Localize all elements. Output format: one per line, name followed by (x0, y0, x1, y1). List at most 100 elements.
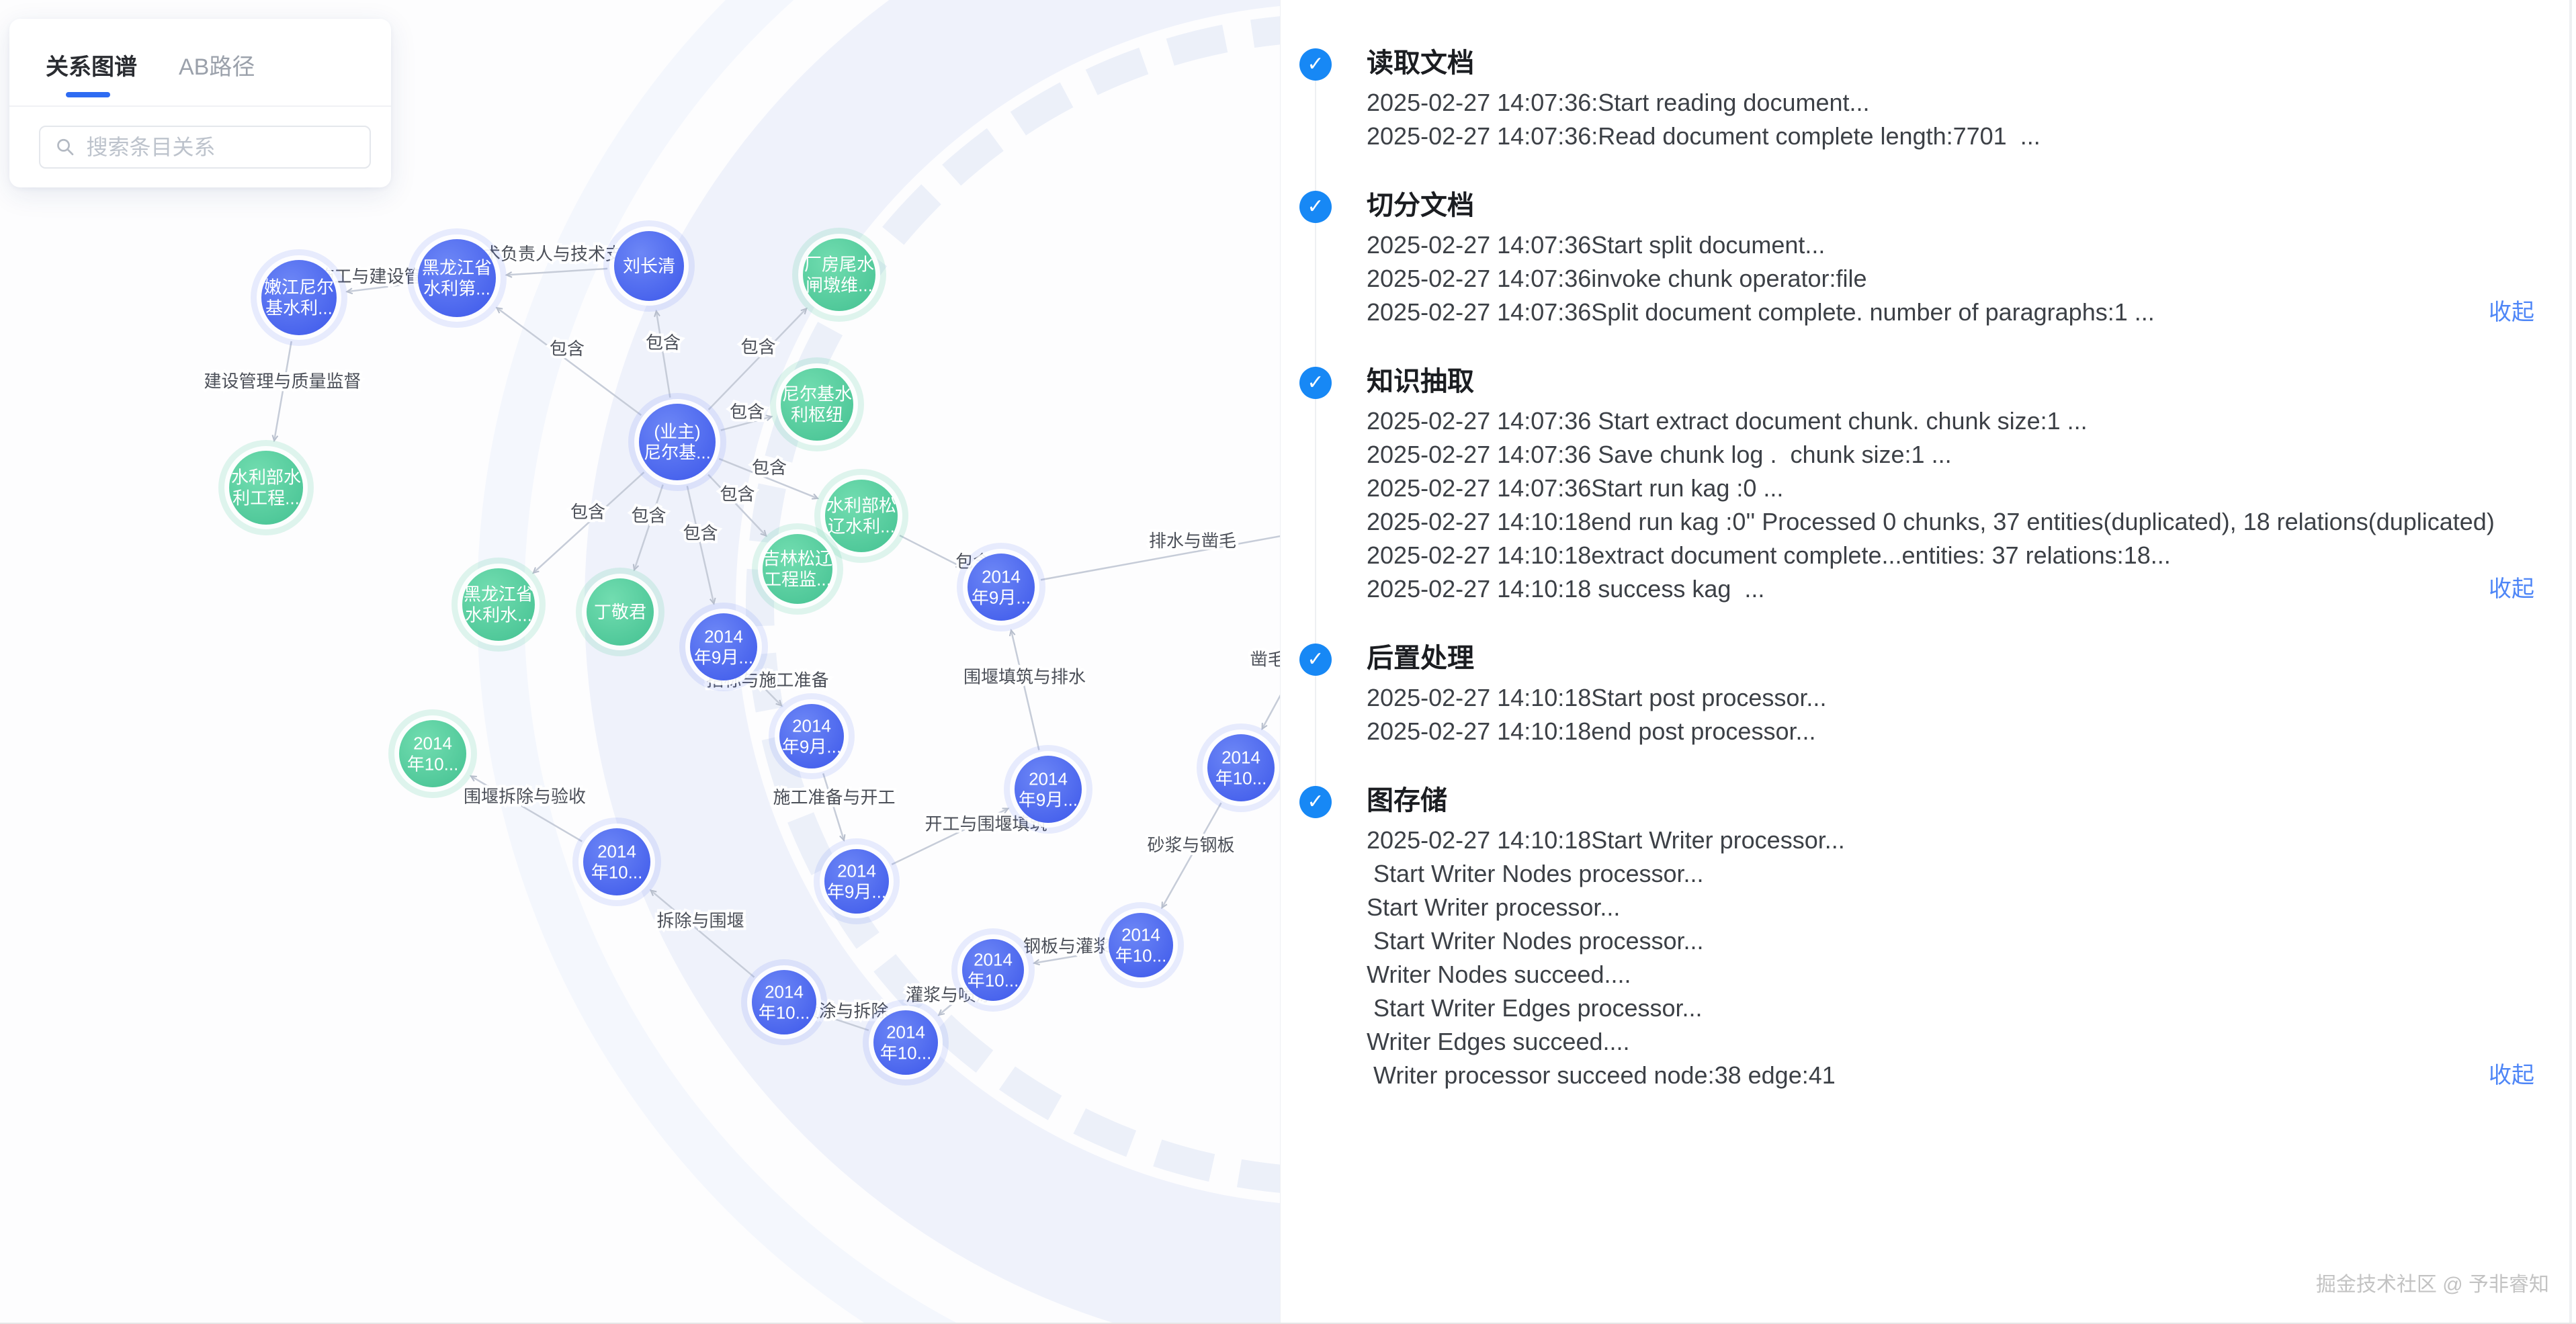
graph-edge (632, 484, 664, 572)
steps-connector-line (1315, 70, 1316, 809)
graph-node[interactable]: 刘长清 (603, 220, 695, 312)
graph-edge-label: 包含 (631, 506, 666, 526)
log-line: 2025-02-27 14:07:36Split document comple… (1367, 298, 2155, 326)
log-line: Writer Nodes succeed.... (1367, 961, 1631, 988)
graph-edge (720, 414, 773, 431)
graph-node-label: 嫩江尼尔基水利... (264, 277, 334, 318)
graph-node[interactable]: 水利部水利工程... (218, 440, 314, 535)
graph-node[interactable]: (业主)尼尔基... (628, 393, 726, 491)
log-line: 2025-02-27 14:07:36Start split document.… (1367, 231, 1826, 259)
graph-edge (495, 306, 642, 416)
graph-node[interactable]: 嫩江尼尔基水利... (251, 249, 347, 346)
graph-edge (707, 474, 767, 537)
graph-edge (1161, 802, 1222, 910)
graph-edge (937, 993, 965, 1016)
graph-edge (891, 807, 1010, 865)
tab-ab-path[interactable]: AB路径 (179, 54, 255, 80)
graph-node-label: 厂房尾水闸墩维... (804, 255, 874, 296)
log-line: Writer processor succeed node:38 edge:41 (1367, 1061, 1836, 1089)
graph-edge-label: 包含 (550, 339, 585, 359)
graph-node-label: 黑龙江省水利第... (422, 258, 492, 299)
search-box[interactable] (39, 126, 371, 169)
graph-node-label: 吉林松辽工程监... (763, 549, 832, 590)
check-circle-icon: ✓ (1299, 644, 1332, 676)
log-line: 2025-02-27 14:10:18end run kag :0'' Proc… (1367, 508, 2495, 535)
graph-pane[interactable]: 施工与建设管理技术负责人与技术支持建设管理与质量监督包含包含包含包含包含包含包含… (0, 0, 1280, 1323)
graph-edge (1261, 694, 1280, 730)
graph-edge (271, 341, 292, 443)
graph-node[interactable]: 厂房尾水闸墩维... (792, 228, 886, 322)
knowledge-graph-canvas[interactable]: 施工与建设管理技术负责人与技术支持建设管理与质量监督包含包含包含包含包含包含包含… (0, 0, 1280, 1323)
graph-node[interactable]: 吉林松辽工程监... (752, 523, 843, 615)
log-line: 2025-02-27 14:07:36:Read document comple… (1367, 122, 2041, 150)
graph-edge (707, 307, 808, 410)
graph-node-label: 尼尔基水利枢纽 (782, 384, 852, 425)
graph-edge (899, 534, 963, 568)
graph-node-label: 刘长清 (623, 256, 675, 276)
graph-toolbar-card: 关系图谱 AB路径 (9, 19, 391, 187)
step-icon-column: ✓ (1299, 781, 1367, 1092)
collapse-link[interactable]: 收起 (2489, 1063, 2534, 1088)
collapse-link[interactable]: 收起 (2489, 576, 2534, 602)
active-tab-indicator (66, 92, 110, 97)
search-input[interactable] (86, 134, 355, 160)
graph-node[interactable]: 尼尔基水利枢纽 (770, 357, 864, 451)
graph-node-label: 丁敬君 (594, 602, 646, 622)
check-circle-icon: ✓ (1299, 786, 1332, 818)
step-icon-column: ✓ (1299, 43, 1367, 153)
graph-node[interactable]: 黑龙江省水利第... (407, 228, 507, 328)
graph-edge-label: 排水与凿毛 (1149, 531, 1236, 551)
log-line: 2025-02-27 14:10:18Start Writer processo… (1367, 826, 1845, 854)
graph-edge (1040, 535, 1280, 581)
graph-edge-label: 围堰拆除与验收 (464, 787, 586, 807)
graph-node[interactable]: 丁敬君 (576, 568, 664, 656)
graph-edge-label: 钢板与灌浆 (1023, 936, 1111, 957)
graph-edge-label: 包含 (730, 402, 765, 422)
tab-bar: 关系图谱 AB路径 (9, 19, 391, 81)
graph-node[interactable]: 黑龙江省水利水... (452, 558, 546, 652)
check-circle-icon: ✓ (1299, 191, 1332, 223)
log-line: 2025-02-27 14:10:18Start post processor.… (1367, 684, 1827, 711)
graph-edge (654, 309, 671, 398)
graph-edge-label: 建设管理与质量监督 (204, 371, 361, 392)
scrollbar[interactable] (2569, 0, 2572, 1323)
graph-node-label: (业主)尼尔基... (644, 422, 711, 463)
collapse-link[interactable]: 收起 (2489, 300, 2534, 325)
graph-edge-label: 围堰填筑与排水 (963, 667, 1086, 687)
graph-node[interactable]: 水利部松辽水利... (814, 469, 908, 563)
log-line: 2025-02-27 14:10:18end post processor... (1367, 717, 1816, 745)
graph-edge-label: 拆除与围堰 (656, 911, 744, 931)
graph-edge-label: 包含 (752, 457, 787, 478)
tab-relation-graph[interactable]: 关系图谱 (46, 54, 137, 80)
log-line: Start Writer Edges processor... (1367, 994, 1703, 1022)
check-circle-icon: ✓ (1299, 367, 1332, 399)
graph-edge (469, 775, 583, 842)
graph-edge (718, 457, 820, 500)
